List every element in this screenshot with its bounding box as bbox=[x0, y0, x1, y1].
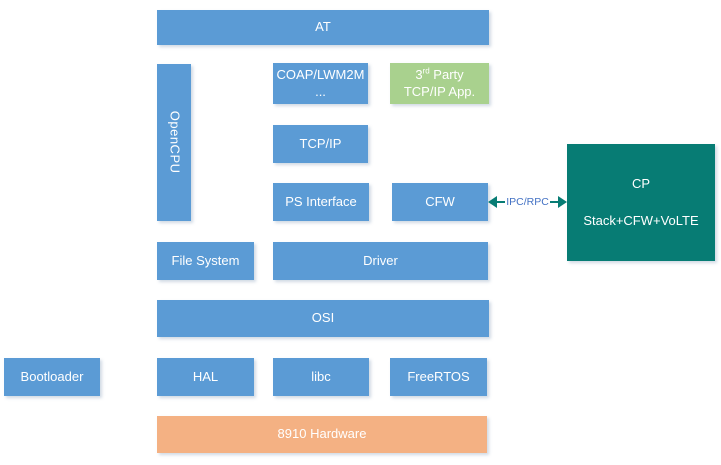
third-party-rest: Party bbox=[429, 67, 464, 83]
third-party-ordinal: rd bbox=[422, 66, 430, 76]
block-third-party-line1: 3rd Party bbox=[415, 67, 463, 83]
block-tcpip-label: TCP/IP bbox=[299, 135, 342, 151]
connector-ipc-rpc: IPC/RPC bbox=[488, 194, 567, 210]
connector-label: IPC/RPC bbox=[506, 196, 549, 208]
block-at-label: AT bbox=[315, 19, 331, 35]
block-third-party-app: 3rd Party TCP/IP App. bbox=[390, 63, 489, 104]
block-driver-label: Driver bbox=[363, 252, 398, 268]
connector-line bbox=[497, 201, 506, 203]
block-freertos-label: FreeRTOS bbox=[407, 368, 470, 384]
block-file-system: File System bbox=[157, 242, 254, 280]
block-ps-interface: PS Interface bbox=[273, 183, 369, 221]
arrow-left-icon bbox=[488, 196, 497, 208]
block-cp-line1: CP bbox=[631, 176, 651, 192]
block-ps-interface-label: PS Interface bbox=[285, 193, 357, 209]
block-cp: CP Stack+CFW+VoLTE bbox=[567, 144, 715, 261]
block-8910-hardware: 8910 Hardware bbox=[157, 416, 487, 453]
block-cp-line2: Stack+CFW+VoLTE bbox=[583, 212, 699, 228]
block-file-system-label: File System bbox=[171, 252, 240, 268]
block-osi-label: OSI bbox=[311, 310, 335, 326]
block-opencpu-label: OpenCPU bbox=[167, 111, 183, 174]
block-bootloader: Bootloader bbox=[4, 358, 100, 396]
block-cfw: CFW bbox=[392, 183, 488, 221]
third-party-num: 3 bbox=[415, 67, 423, 83]
block-driver: Driver bbox=[273, 242, 488, 280]
block-tcpip: TCP/IP bbox=[273, 125, 368, 163]
block-libc: libc bbox=[273, 358, 369, 396]
block-cfw-label: CFW bbox=[425, 193, 455, 209]
connector-line bbox=[549, 201, 558, 203]
block-osi: OSI bbox=[157, 300, 489, 337]
block-libc-label: libc bbox=[311, 368, 331, 384]
block-hal-label: HAL bbox=[192, 368, 219, 384]
block-8910-hardware-label: 8910 Hardware bbox=[277, 426, 367, 442]
arrow-right-icon bbox=[558, 196, 567, 208]
block-freertos: FreeRTOS bbox=[390, 358, 487, 396]
block-at: AT bbox=[157, 10, 489, 45]
block-opencpu: OpenCPU bbox=[157, 64, 191, 221]
block-coap-lwm2m: COAP/LWM2M ... bbox=[273, 63, 368, 104]
block-bootloader-label: Bootloader bbox=[20, 368, 84, 384]
block-coap-lwm2m-line2: ... bbox=[315, 83, 326, 99]
block-third-party-line2: TCP/IP App. bbox=[403, 83, 476, 99]
block-hal: HAL bbox=[157, 358, 254, 396]
block-coap-lwm2m-line1: COAP/LWM2M bbox=[276, 67, 365, 83]
